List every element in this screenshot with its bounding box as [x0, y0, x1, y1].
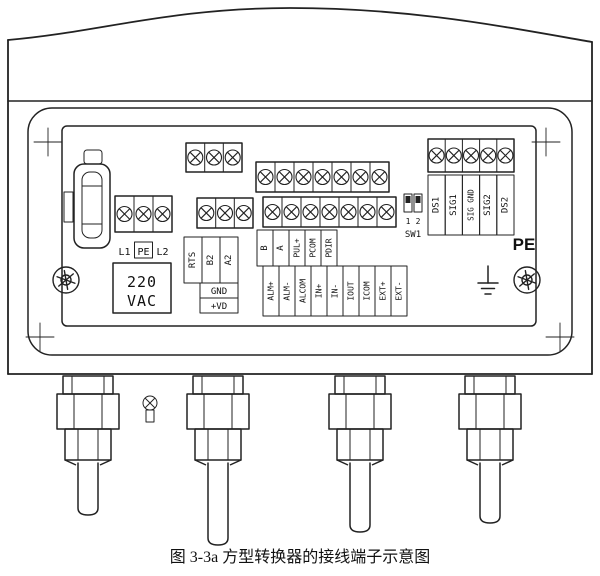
terminal-label-pdir: PDIR — [325, 238, 334, 257]
terminal-screw — [264, 203, 281, 221]
crosshair-mark — [545, 322, 575, 352]
terminal-label-alcom: ALCOM — [299, 279, 308, 303]
terminal-screw — [205, 149, 223, 166]
terminal-screw — [216, 204, 234, 222]
terminal-label-rts: RTS — [188, 252, 198, 268]
dip-pin-1: 1 — [406, 217, 411, 226]
terminal-screw — [462, 147, 480, 164]
terminal-screw — [378, 203, 395, 221]
terminal-label-b2: B2 — [206, 255, 216, 266]
terminal-screw — [371, 168, 388, 186]
voltage-rating-value: 220 — [127, 273, 157, 291]
terminal-screw — [295, 168, 312, 186]
terminal-label-pcom: PCOM — [309, 238, 318, 257]
crosshair-mark — [33, 127, 63, 157]
terminal-label-vd: +VD — [211, 302, 227, 312]
terminal-screw — [276, 168, 293, 186]
terminal-screw — [445, 147, 462, 164]
terminal-screw — [497, 147, 514, 164]
ground-symbol-icon — [477, 265, 499, 295]
terminal-plate — [61, 125, 537, 327]
cable-gland-2 — [186, 375, 250, 546]
vent-screw — [142, 395, 158, 423]
terminal-label-in-minus: IN- — [331, 284, 340, 298]
power-terminal-block: L1 PE L2 220 VAC — [112, 195, 173, 314]
terminal-screw — [187, 149, 204, 166]
terminal-screw — [340, 203, 357, 221]
terminal-screw — [135, 205, 152, 223]
dip-switch-sw1: 1 2 SW1 — [403, 193, 423, 240]
earth-terminal: PE — [477, 235, 536, 295]
cable-4 — [479, 462, 501, 524]
crosshair-mark — [25, 322, 55, 352]
terminal-screw — [359, 203, 376, 221]
voltage-rating-box — [112, 262, 172, 314]
terminal-screw — [283, 203, 300, 221]
cable-3 — [349, 462, 371, 533]
terminal-label-ds1: DS1 — [432, 197, 442, 213]
front-cover — [25, 107, 575, 356]
terminal-screw — [154, 205, 171, 223]
terminal-label-sig1: SIG1 — [449, 194, 459, 216]
terminal-label-a2: A2 — [224, 255, 234, 266]
terminal-label-ext-minus: EXT- — [395, 281, 404, 300]
terminal-label-ext-plus: EXT+ — [379, 281, 388, 300]
terminal-label-l2: L2 — [156, 247, 168, 258]
terminal-screw — [352, 168, 369, 186]
terminal-screw — [480, 147, 497, 164]
dip-switch-actuator-1 — [405, 196, 411, 203]
enclosure — [7, 7, 593, 375]
dip-switch-actuator-2 — [415, 196, 421, 203]
signal-terminal-block: DS1 SIG1 SIG GND SIG2 DS2 — [427, 138, 515, 236]
terminal-label-alm-minus: ALM- — [283, 281, 292, 300]
fuse-holder — [63, 149, 111, 249]
cable-gland-1 — [56, 375, 120, 516]
terminal-screw — [257, 168, 274, 186]
terminal-screw — [314, 168, 331, 186]
terminal-label-ds2: DS2 — [500, 197, 510, 213]
voltage-rating-unit: VAC — [127, 292, 157, 310]
dip-switch-label: SW1 — [405, 230, 421, 240]
terminal-label-sig2: SIG2 — [483, 194, 493, 216]
io-terminal-block: B A PUL+ PCOM PDIR ALM+ ALM- ALCOM IN+ I… — [255, 161, 408, 317]
terminal-screw — [235, 204, 252, 222]
terminal-screw — [321, 203, 338, 221]
cable-gland-4 — [458, 375, 522, 524]
terminal-label-icom: ICOM — [363, 281, 372, 300]
terminal-screw — [428, 147, 445, 164]
terminal-screw — [116, 205, 133, 223]
figure-caption: 图 3-3a 方型转换器的接线端子示意图 — [170, 547, 430, 566]
pe-label: PE — [513, 235, 536, 254]
terminal-label-iout: IOUT — [347, 281, 356, 300]
terminal-screw — [333, 168, 350, 186]
cable-2 — [207, 462, 229, 546]
terminal-label-in-plus: IN+ — [315, 284, 324, 299]
terminal-label-siggnd: SIG GND — [467, 189, 476, 221]
cover-screw-left — [52, 266, 80, 294]
fuse — [81, 171, 103, 239]
terminal-label-l1: L1 — [118, 247, 130, 258]
comm-terminal-block: RTS B2 A2 GND +VD — [183, 142, 254, 314]
terminal-screw — [224, 149, 241, 166]
terminal-label-gnd: GND — [211, 287, 227, 297]
cable-1 — [77, 462, 99, 516]
enclosure-break-line — [7, 7, 593, 43]
terminal-screw — [198, 204, 215, 222]
terminal-label-pe: PE — [137, 247, 149, 258]
dip-pin-2: 2 — [416, 217, 421, 226]
terminal-label-pul: PUL+ — [293, 238, 302, 257]
terminal-label-a: A — [276, 245, 286, 251]
terminal-label-b: B — [260, 245, 270, 250]
terminal-screw — [302, 203, 319, 221]
terminal-label-alm-plus: ALM+ — [267, 281, 276, 300]
cable-gland-3 — [328, 375, 392, 533]
